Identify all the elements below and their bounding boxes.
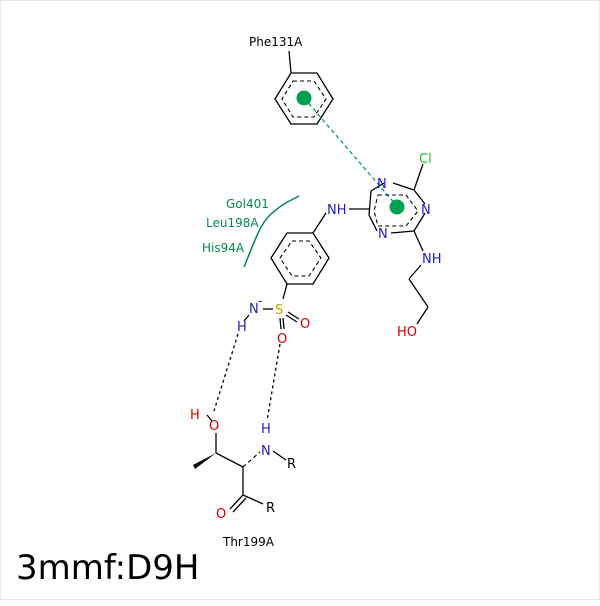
atom-o-thr-hydroxyl: O — [209, 419, 219, 434]
triazine-centroid — [389, 199, 405, 215]
benzene-ring — [270, 212, 330, 300]
residue-label-his94a: His94A — [202, 241, 245, 255]
residue-contact-arc — [243, 195, 300, 268]
atom-n-triazine-top: N — [377, 177, 387, 192]
atom-o-sulfonyl-bottom: O — [277, 332, 287, 347]
atom-h-thr-hydroxyl: H — [190, 408, 200, 423]
atom-n-thr-amide: N — [261, 444, 271, 459]
residue-label-phe131a: Phe131A — [249, 35, 303, 49]
atom-n-triazine-bottom: N — [378, 227, 388, 242]
atom-n-charge: - — [258, 294, 263, 309]
atom-o-sulfonyl-right: O — [300, 317, 310, 332]
pi-stacking-line — [303, 97, 398, 207]
residue-label-leu198a: Leu198A — [206, 216, 259, 230]
atom-n-triazine-right: N — [421, 203, 431, 218]
phe-ring — [274, 50, 334, 125]
atom-o-carbonyl: O — [216, 507, 226, 522]
atom-cl: Cl — [419, 152, 432, 167]
hydroxyethyl-chain — [408, 264, 429, 325]
wedge-bond — [193, 453, 216, 469]
atom-h-thr-amide: H — [261, 422, 271, 437]
residue-label-thr199a: Thr199A — [222, 535, 275, 549]
atom-nh-left: NH — [327, 203, 347, 218]
phe-ring-centroid — [296, 90, 312, 106]
sulfonamide — [243, 308, 300, 330]
atom-s: S — [275, 303, 283, 318]
triazine-ring — [349, 163, 426, 252]
hbond-nh-thr-o — [213, 333, 239, 412]
atom-r-carbonyl: R — [266, 501, 275, 516]
atom-r-amide: R — [287, 457, 296, 472]
hbond-o-thr-nh — [266, 343, 281, 422]
atom-n-sulfonamide: N — [249, 302, 259, 317]
thr-residue — [193, 414, 287, 513]
atom-nh-right: NH — [422, 252, 442, 267]
page-title: 3mmf:D9H — [16, 548, 200, 588]
atom-h-sulfonamide: H — [237, 320, 247, 335]
atom-ho: HO — [397, 325, 417, 340]
residue-label-gol401: Gol401 — [226, 197, 269, 211]
